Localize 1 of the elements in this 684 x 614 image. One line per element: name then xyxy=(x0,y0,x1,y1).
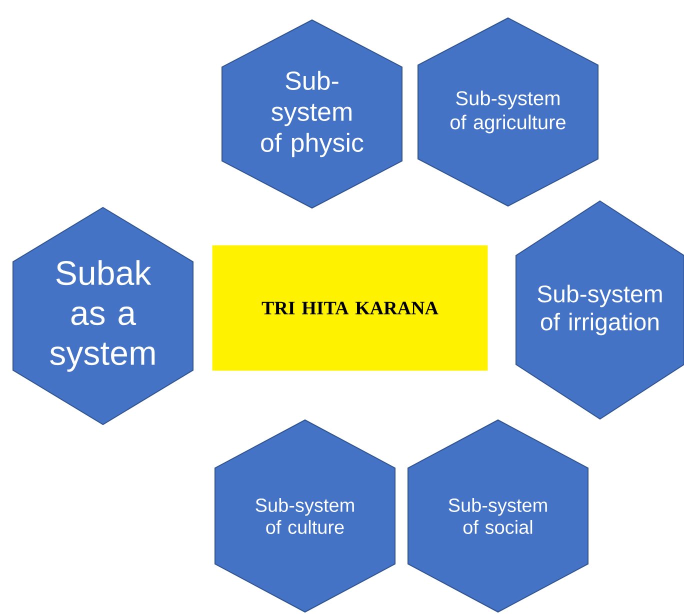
title-box: TRI HITA KARANA xyxy=(212,245,488,371)
